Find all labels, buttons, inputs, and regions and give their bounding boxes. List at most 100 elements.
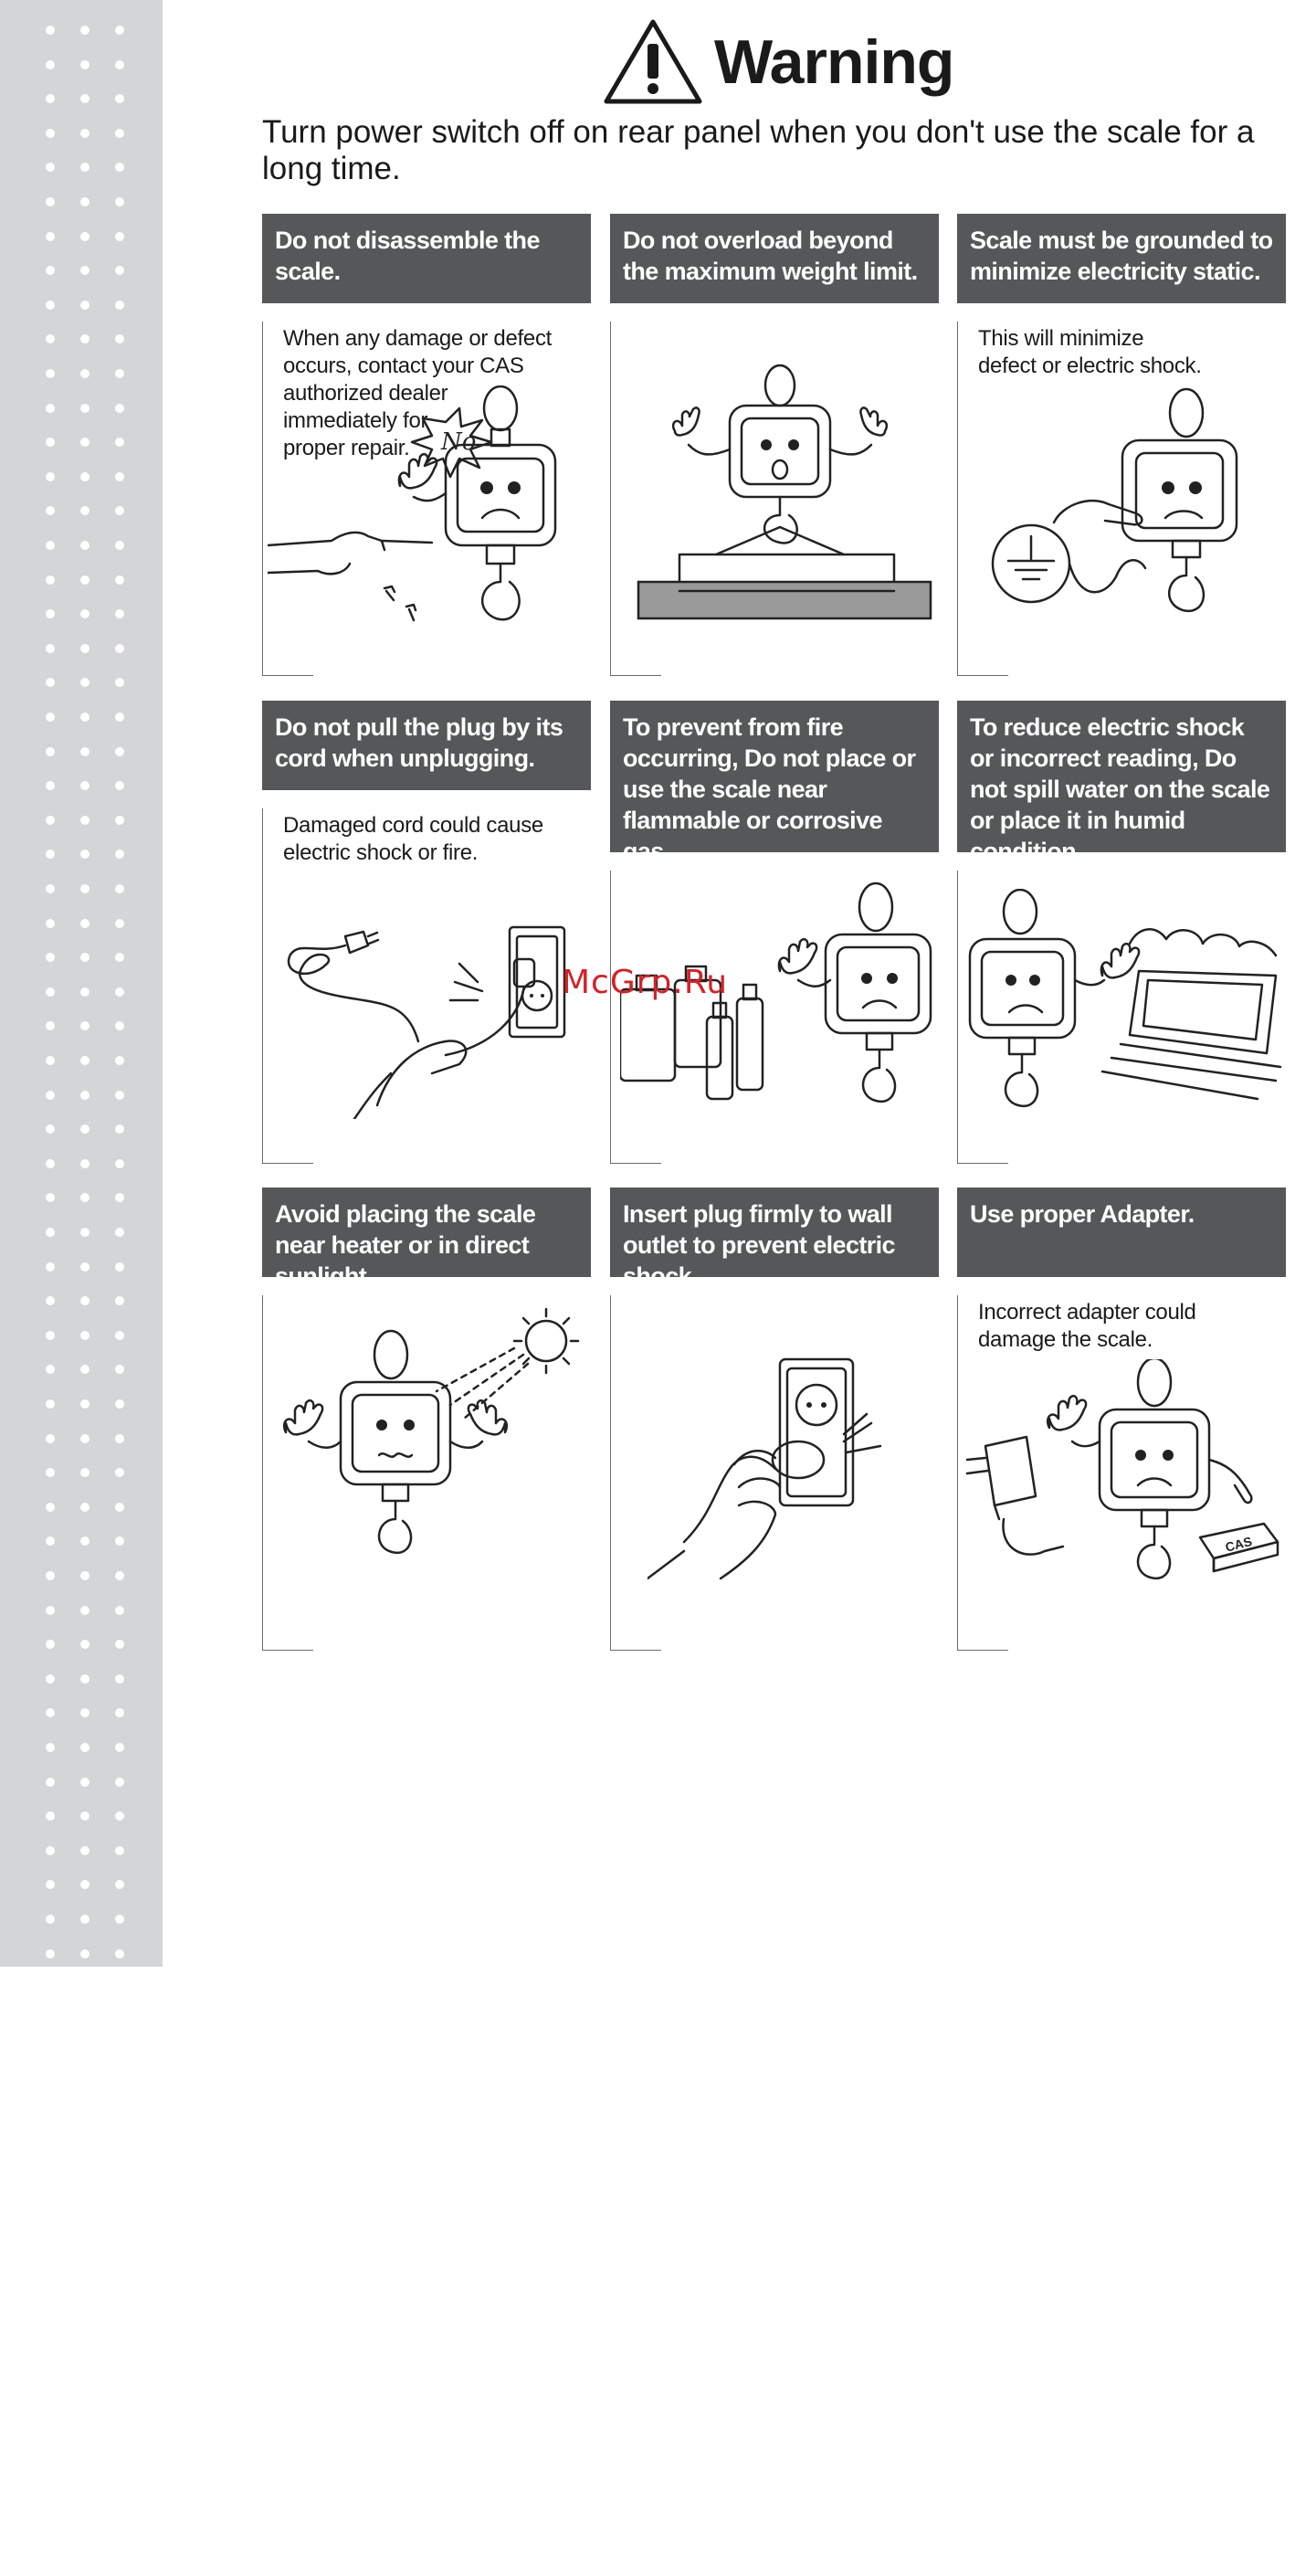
sidebar-dot [115,1948,124,1958]
sidebar-dot [115,26,124,35]
sidebar-dot [115,2464,124,2474]
sidebar-dot [115,815,124,825]
sidebar-dot [80,2532,89,2542]
sidebar-dot [115,1193,124,1203]
card-body [610,871,939,1164]
sidebar-dot [46,2532,55,2542]
sidebar-dot [46,1262,55,1272]
card-disassemble: Do not disassemble the scale. When any d… [262,214,591,676]
sidebar-dot [46,1193,55,1203]
sidebar-dot [80,2498,89,2508]
sidebar-dot [80,2120,89,2130]
sidebar-dot [115,334,124,344]
sidebar-dot [115,197,124,206]
svg-text:CAS: CAS [1224,1534,1254,1555]
sidebar-dot [115,1983,124,1993]
sidebar-dot [115,163,124,173]
sidebar-dot [115,2567,124,2576]
card-description: Incorrect adapter could damage the scale… [978,1300,1196,1352]
sidebar-dot [80,987,89,997]
sidebar-dot [80,2258,89,2267]
sidebar-dot [80,1640,89,1650]
sidebar-dot [80,506,89,516]
sidebar-dot [80,369,89,378]
sidebar-dot [115,1571,124,1580]
sidebar-dot [115,2086,124,2096]
sidebar-dot [80,1158,89,1168]
sidebar-dot [80,918,89,928]
sidebar-dot [46,1124,55,1135]
card-grounded: Scale must be grounded to minimize elect… [957,214,1286,676]
sidebar-dot [115,2327,124,2337]
sidebar-dot [46,369,55,378]
intro-text: Turn power switch off on rear panel when… [262,114,1255,186]
sidebar-dot [80,1090,89,1100]
sidebar-dot [80,884,89,893]
card-title: Do not disassemble the scale. [262,214,591,303]
flammable-illustration [620,882,932,1103]
sidebar-dot [80,2155,89,2165]
sidebar-dot [80,471,89,481]
sidebar-dot [80,2567,89,2576]
sidebar-dot [115,403,124,413]
sidebar-dot [80,678,89,688]
sidebar-dot [46,300,55,310]
sidebar-dot [46,1296,55,1306]
sidebar-dot [115,1468,124,1478]
sidebar-dot [80,1296,89,1306]
sidebar-dot [46,815,55,825]
sidebar-dot [46,2395,55,2405]
sidebar-dot [80,1193,89,1203]
grounded-illustration [991,387,1238,613]
sidebar-dot [46,94,55,104]
sidebar-dot [46,1502,55,1512]
sidebar-dot [115,1228,124,1237]
sidebar-dot [115,300,124,310]
adapter-illustration: CAS [965,1359,1279,1580]
card-title: To prevent from fire occurring, Do not p… [610,701,939,865]
sidebar-dot [46,746,55,756]
sidebar-dot [46,1330,55,1340]
sidebar-dot [46,850,55,860]
sidebar-dot [115,94,124,104]
sidebar-dot [46,1880,55,1890]
sidebar-dot [80,197,89,206]
card-description: Damaged cord could cause electric shock … [283,813,543,865]
sidebar-dot [80,1399,89,1409]
sidebar-dot [80,1262,89,1272]
sidebar-dot [46,781,55,791]
card-overload: Do not overload beyond the maximum weigh… [610,214,939,676]
sidebar-dot [80,1228,89,1237]
sidebar-dot [115,266,124,276]
sidebar-dot [115,1056,124,1065]
card-body: When any damage or defect occurs, contac… [262,322,591,676]
sidebar-dot [115,609,124,619]
card-body [610,1295,939,1651]
sidebar-dot [80,1948,89,1958]
sidebar-dot [115,1743,124,1752]
sidebar-dot [115,541,124,550]
card-title: To reduce electric shock or incorrect re… [957,701,1286,865]
sidebar-dot [80,2189,89,2199]
sidebar-dot [115,1021,124,1031]
sidebar-dot [115,2155,124,2165]
sidebar-dot [80,1502,89,1512]
sidebar-dot [80,609,89,619]
card-body [262,1295,591,1651]
sidebar-dot [46,403,55,413]
sidebar-dot [46,2155,55,2165]
sidebar-dot [46,2086,55,2096]
card-title: Use proper Adapter. [957,1188,1286,1277]
sidebar-dot [80,1571,89,1580]
sidebar-dot [115,1365,124,1375]
sidebar-dot [46,1640,55,1650]
sidebar-dot [115,2430,124,2439]
sidebar-dot [46,1399,55,1409]
sidebar-dot [80,59,89,69]
sidebar-dot [46,2464,55,2474]
sidebar-dot [115,1811,124,1821]
sidebar-dot [80,266,89,276]
card-title: Do not overload beyond the maximum weigh… [610,214,939,303]
corner-rule [611,1163,661,1164]
sidebar-dot [115,918,124,928]
